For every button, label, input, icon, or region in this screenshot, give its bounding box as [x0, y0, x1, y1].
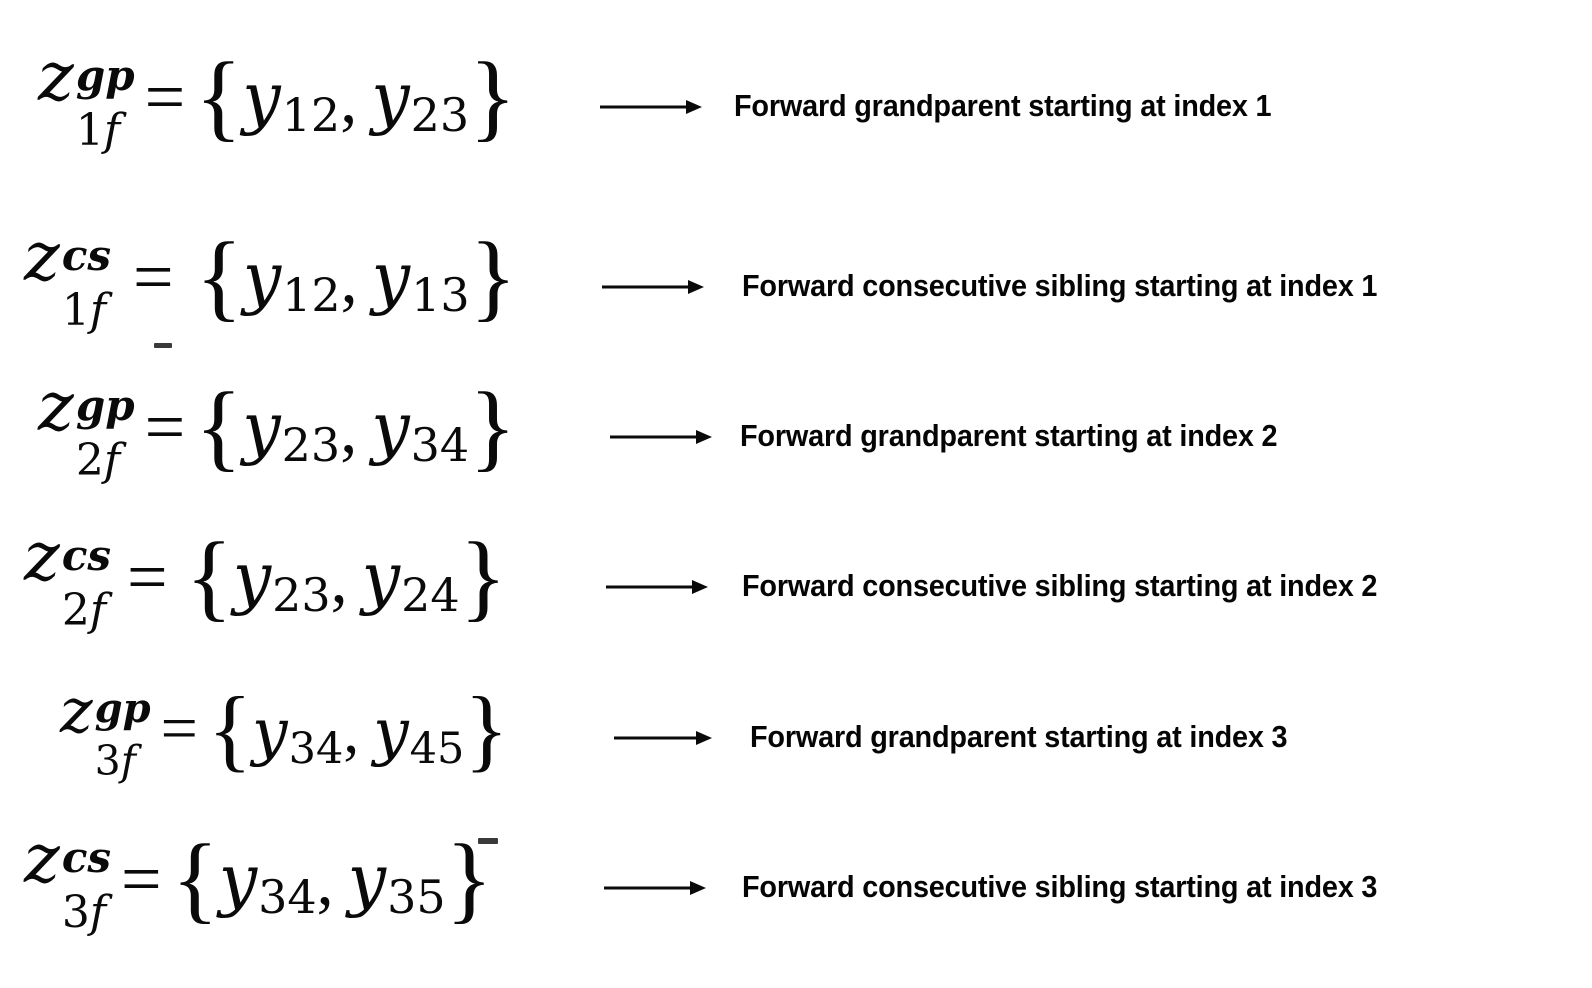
z-base: z — [38, 368, 74, 447]
latent-variable-z: z cs 1f — [24, 224, 111, 333]
open-brace: { — [195, 42, 243, 151]
row-description-label: Forward grandparent starting at index 1 — [734, 88, 1272, 123]
comma-separator: , — [340, 240, 358, 317]
equals-sign: = — [160, 692, 198, 765]
rightarrow-icon — [600, 96, 702, 120]
open-brace: { — [195, 222, 243, 331]
z-superscript: gp — [75, 381, 135, 430]
z-base: z — [24, 820, 60, 899]
row-description-label: Forward consecutive sibling starting at … — [742, 268, 1378, 303]
comma-separator: , — [340, 60, 358, 137]
rightarrow-icon — [604, 877, 706, 901]
close-brace: } — [459, 522, 507, 631]
comma-separator: , — [330, 540, 348, 617]
equals-sign: = — [133, 236, 174, 317]
latent-variable-z: z gp 2f — [38, 374, 135, 483]
rightarrow-icon — [610, 426, 712, 450]
latent-variable-z: z gp 3f — [60, 680, 151, 782]
rightarrow-icon — [602, 276, 704, 300]
scan-artifact-mark — [478, 838, 498, 844]
row-description-label: Forward grandparent starting at index 3 — [750, 719, 1288, 754]
z-superscript: gp — [75, 51, 135, 100]
z-base: z — [38, 38, 74, 117]
latent-variable-z: z cs 2f — [24, 524, 111, 633]
z-superscript: cs — [61, 531, 112, 580]
close-brace: } — [469, 372, 517, 481]
scan-artifact-mark — [154, 343, 172, 348]
close-brace: } — [464, 678, 509, 780]
z-subscript: 3f — [61, 887, 107, 938]
z-subscript: 2f — [75, 435, 121, 486]
z-subscript: 1f — [75, 105, 121, 156]
row-description-label: Forward grandparent starting at index 2 — [740, 418, 1278, 453]
close-brace: } — [445, 824, 493, 933]
equals-sign: = — [127, 536, 168, 617]
close-brace: } — [469, 222, 517, 331]
open-brace: { — [171, 824, 219, 933]
latent-variable-z: z gp 1f — [38, 44, 135, 153]
row-description-label: Forward consecutive sibling starting at … — [742, 568, 1378, 603]
comma-separator: , — [343, 695, 360, 766]
equals-sign: = — [121, 838, 162, 919]
equals-sign: = — [144, 386, 186, 467]
rightarrow-icon — [606, 576, 708, 600]
latent-variable-z: z cs 3f — [24, 826, 111, 935]
row-description-label: Forward consecutive sibling starting at … — [742, 869, 1378, 904]
z-subscript: 3f — [94, 737, 136, 785]
z-superscript: cs — [61, 833, 112, 882]
close-brace: } — [469, 42, 517, 151]
z-subscript: 2f — [61, 585, 107, 636]
equals-sign: = — [144, 56, 186, 137]
z-superscript: gp — [94, 685, 151, 732]
open-brace: { — [207, 678, 253, 780]
z-subscript: 1f — [61, 285, 107, 336]
comma-separator: , — [340, 390, 358, 467]
z-base: z — [24, 518, 60, 597]
open-brace: { — [185, 522, 233, 631]
z-superscript: cs — [61, 231, 112, 280]
z-base: z — [24, 218, 60, 297]
comma-separator: , — [316, 842, 334, 919]
open-brace: { — [195, 372, 243, 481]
rightarrow-icon — [614, 727, 712, 751]
z-base: z — [60, 674, 93, 747]
